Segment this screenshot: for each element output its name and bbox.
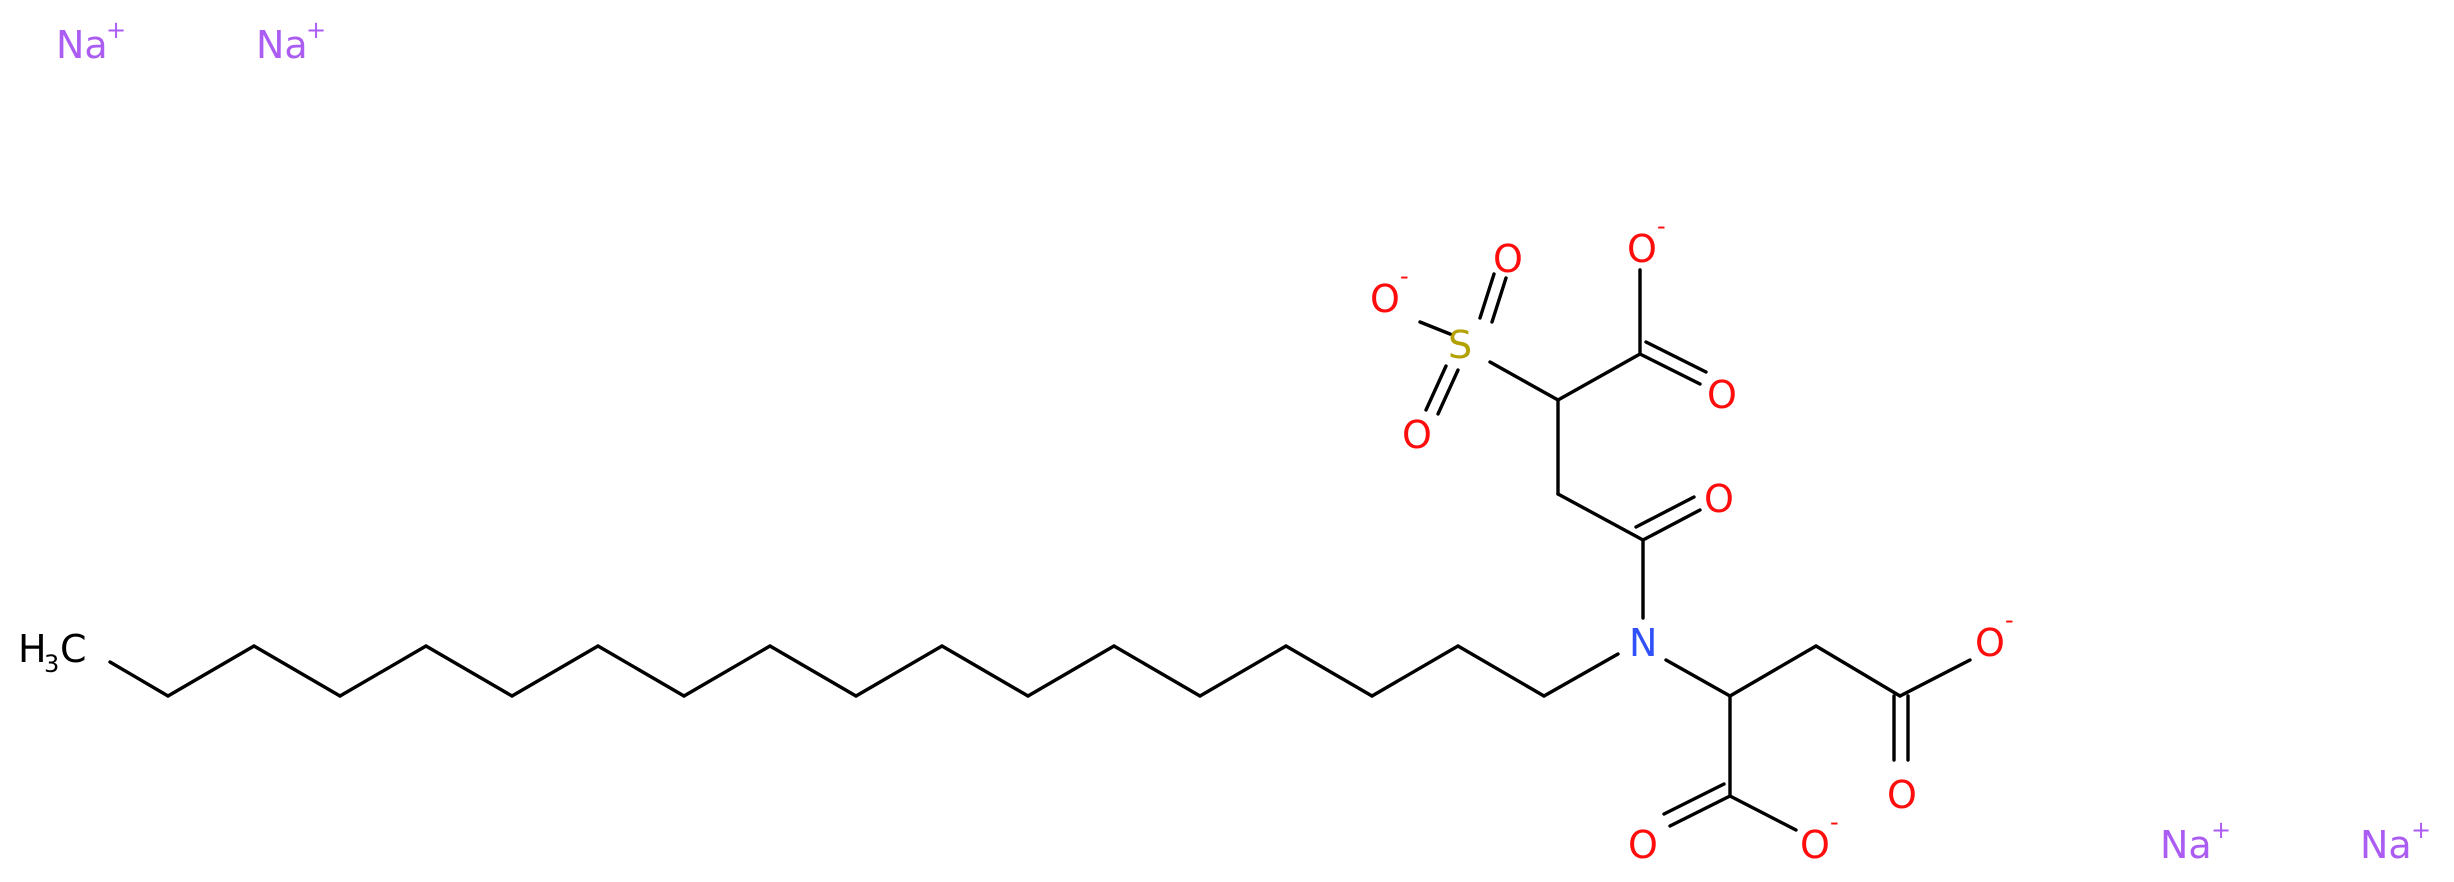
sodium-symbol: Na: [2160, 823, 2212, 867]
amide-oxygen: O: [1704, 477, 1734, 521]
positive-charge: +: [306, 16, 326, 44]
negative-charge: -: [2005, 606, 2014, 634]
methyl-subscript: 3: [44, 650, 59, 678]
n-ch-bond: [1664, 658, 1732, 698]
sulfur-atom: S: [1448, 323, 1472, 367]
methyl-c: C: [60, 627, 87, 671]
sodium-ion-2: Na +: [256, 16, 326, 67]
carboxylate-oxygen-3: O: [1628, 823, 1658, 867]
sodium-ion-3: Na +: [2160, 816, 2231, 867]
carboxyl-o-double-bond-1: [1638, 352, 1702, 386]
positive-charge: +: [2411, 816, 2431, 844]
chain-bonds: [108, 644, 1620, 698]
ch2-carboxyl-bond: [1814, 644, 1902, 698]
sodium-symbol: Na: [256, 23, 308, 67]
aspartate-group: O - O O - O: [1628, 606, 2014, 867]
sodium-ion-1: Na +: [56, 16, 126, 67]
carboxylate-oxygen-negative-3: O: [1800, 823, 1830, 867]
carbonyl-o-bond-1: [1641, 508, 1702, 542]
alkyl-chain: H 3 C: [18, 627, 1620, 698]
s-o-double-bond-2a: [1424, 364, 1448, 412]
carboxylate-oxygen-1: O: [1707, 373, 1737, 417]
s-o-single-bond: [1418, 320, 1452, 336]
negative-charge: -: [1657, 212, 1666, 240]
s-o-double-bond-2b: [1436, 368, 1460, 416]
sulfonate-oxygen-negative: O: [1370, 277, 1400, 321]
methyl-h: H: [18, 627, 47, 671]
carboxyl3-o-single-bond: [1728, 794, 1798, 832]
negative-charge: -: [1830, 808, 1839, 836]
carboxyl-o-double-bond-2: [1644, 340, 1708, 374]
sulfonate-oxygen-1: O: [1493, 237, 1523, 281]
carboxyl3-o-double-bond-2: [1662, 782, 1726, 816]
carbonyl-ch2-bond: [1556, 492, 1645, 542]
sodium-symbol: Na: [2360, 823, 2412, 867]
sodium-ion-4: Na +: [2360, 816, 2431, 867]
s-o-double-bond-1a: [1478, 272, 1496, 320]
carboxylate-oxygen-negative-2: O: [1975, 621, 2005, 665]
carboxylate-oxygen-2: O: [1887, 773, 1917, 817]
carbonyl-o-bond-2: [1634, 495, 1696, 529]
sulfosuccinyl-group: O S O - O O O - O: [1370, 212, 1737, 620]
sulfonate-oxygen-2: O: [1402, 413, 1432, 457]
s-o-double-bond-1b: [1490, 276, 1508, 324]
ch-carboxyl-bond: [1556, 352, 1642, 402]
carboxyl2-o-single-bond: [1898, 658, 1972, 698]
negative-charge: -: [1400, 262, 1409, 290]
ch-s-bond: [1488, 360, 1560, 402]
ch-ch2-bond: [1728, 644, 1818, 698]
positive-charge: +: [2211, 816, 2231, 844]
nitrogen-atom: N: [1629, 621, 1657, 665]
carboxyl3-o-double-bond-1: [1668, 794, 1732, 828]
positive-charge: +: [106, 16, 126, 44]
sodium-symbol: Na: [56, 23, 108, 67]
carboxylate-oxygen-negative-1: O: [1627, 227, 1657, 271]
